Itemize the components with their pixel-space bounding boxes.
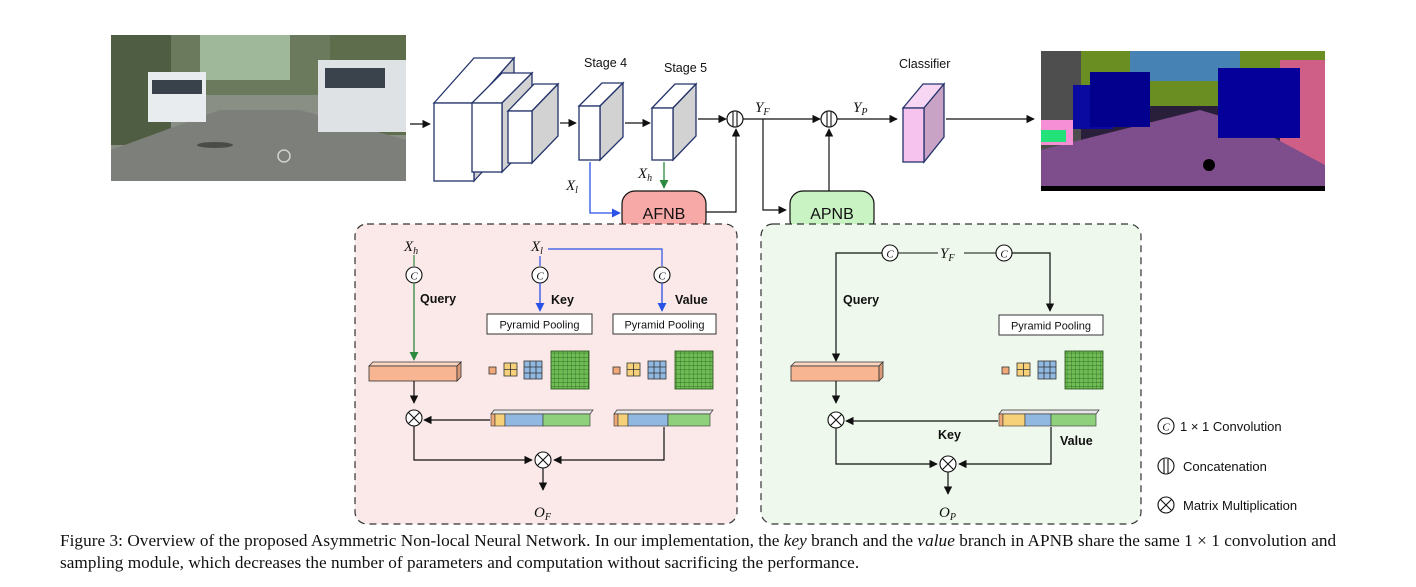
apnb-label: APNB <box>810 206 854 223</box>
apnb-matmul-2 <box>939 455 957 473</box>
afnb-query-conv-icon: C <box>405 266 423 284</box>
svg-text:C: C <box>410 271 418 283</box>
apnb-conv-right-icon: C <box>995 244 1013 262</box>
stage5-label: Stage 5 <box>664 61 707 75</box>
apnb-yf-label: YF <box>940 246 955 264</box>
xh-label: Xh <box>637 166 652 184</box>
afnb-pyramid-grids-value <box>612 350 714 390</box>
svg-text:C: C <box>1162 422 1170 434</box>
svg-text:C: C <box>1000 249 1008 261</box>
backbone-block-3 <box>506 82 560 165</box>
afnb-output-label: OF <box>534 505 552 523</box>
afnb-value-flattened <box>613 409 714 427</box>
stage4-label: Stage 4 <box>584 56 627 70</box>
concat-symbol-2 <box>820 110 838 128</box>
stage5-block <box>650 82 698 162</box>
apnb-conv-left-icon: C <box>881 244 899 262</box>
afnb-query-label: Query <box>420 292 456 306</box>
afnb-label: AFNB <box>643 206 686 223</box>
svg-text:Pyramid Pooling: Pyramid Pooling <box>1011 321 1091 333</box>
stage4-block <box>577 81 625 162</box>
apnb-query-feature <box>790 361 884 382</box>
caption-key-term: key <box>783 531 807 550</box>
apnb-value-label: Value <box>1060 434 1093 448</box>
legend: C 1 × 1 Convolution Concatenation Matrix… <box>1157 417 1297 514</box>
yp-label: YP <box>853 100 867 118</box>
classifier-label: Classifier <box>899 57 950 71</box>
figure-diagram: Stage 4 Stage 5 YF YP Classifier <box>111 35 1325 525</box>
caption-value-term: value <box>917 531 955 550</box>
svg-text:C: C <box>536 271 544 283</box>
afnb-key-label: Key <box>551 293 574 307</box>
legend-matmul-text: Matrix Multiplication <box>1183 498 1297 513</box>
afnb-pyramid-grids-key <box>488 350 590 390</box>
output-segmentation-map <box>1041 51 1325 191</box>
afnb-xh-label: Xh <box>403 239 418 257</box>
legend-matmul-icon <box>1157 496 1175 514</box>
legend-conv-text: 1 × 1 Convolution <box>1180 419 1282 434</box>
afnb-matmul-2 <box>534 451 552 469</box>
svg-text:C: C <box>886 249 894 261</box>
input-street-image <box>111 35 406 181</box>
apnb-query-label: Query <box>843 293 879 307</box>
yf-label: YF <box>755 100 770 118</box>
apnb-pyramid-grids <box>1001 350 1104 390</box>
apnb-module: APNB <box>789 190 875 234</box>
afnb-key-conv-icon: C <box>531 266 549 284</box>
apnb-detail-panel: C C YF Query Pyramid Pooling <box>760 223 1142 525</box>
classifier-block <box>901 82 946 164</box>
afnb-value-conv-icon: C <box>653 266 671 284</box>
apnb-pyramid-pooling: Pyramid Pooling <box>998 314 1104 336</box>
afnb-query-feature <box>368 361 462 382</box>
apnb-key-value-flattened <box>998 409 1100 427</box>
legend-concat-icon <box>1157 457 1175 475</box>
apnb-matmul-1 <box>827 411 845 429</box>
svg-text:C: C <box>658 271 666 283</box>
concat-symbol-1 <box>726 110 744 128</box>
apnb-output-label: OP <box>939 505 956 523</box>
svg-text:Pyramid Pooling: Pyramid Pooling <box>624 320 704 332</box>
afnb-pyramid-pooling-key: Pyramid Pooling <box>486 313 593 335</box>
caption-part-3: branch in APNB share the same 1 × 1 conv… <box>60 531 1337 572</box>
legend-conv-icon: C <box>1157 417 1175 435</box>
afnb-pyramid-pooling-value: Pyramid Pooling <box>612 313 717 335</box>
svg-text:Pyramid Pooling: Pyramid Pooling <box>499 320 579 332</box>
afnb-xl-label: Xl <box>530 239 543 257</box>
afnb-detail-panel: Xh C Query Xl C C Key Value Pyramid Pool… <box>354 223 738 525</box>
caption-part-1: Figure 3: Overview of the proposed Asymm… <box>60 531 784 550</box>
afnb-value-label: Value <box>675 293 708 307</box>
caption-part-2: branch and the <box>806 531 918 550</box>
afnb-key-flattened <box>490 409 594 427</box>
legend-concat-text: Concatenation <box>1183 459 1267 474</box>
afnb-matmul-1 <box>405 409 423 427</box>
apnb-key-label: Key <box>938 428 961 442</box>
xl-label: Xl <box>565 178 578 196</box>
figure-caption: Figure 3: Overview of the proposed Asymm… <box>60 530 1390 574</box>
